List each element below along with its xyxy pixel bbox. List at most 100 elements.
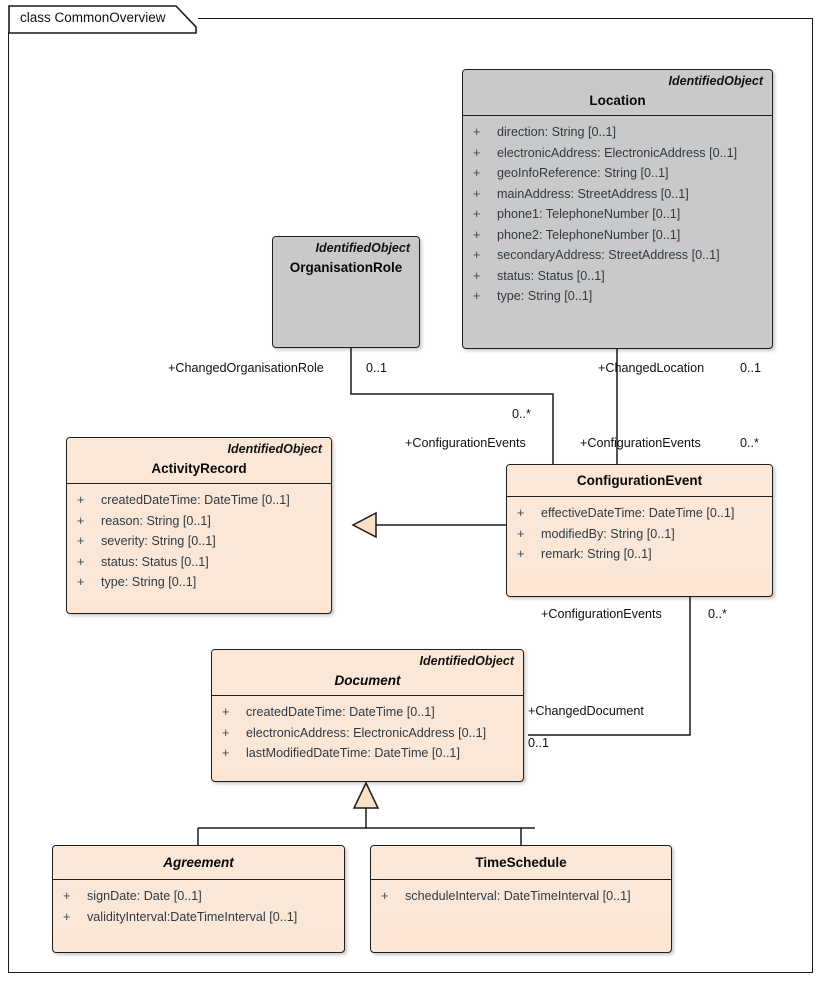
attribute-text: modifiedBy: String [0..1] <box>541 526 675 541</box>
class-name-configurationevent: ConfigurationEvent <box>576 473 703 488</box>
class-box-document[interactable]: IdentifiedObject Document + createdDateT… <box>211 649 524 782</box>
edge-label-changed-organisation-role-multiplicity: 0..1 <box>366 361 388 375</box>
attribute-row: + direction: String [0..1] <box>469 122 766 143</box>
class-header-agreement: Agreement <box>53 846 344 879</box>
attribute-text: electronicAddress: ElectronicAddress [0.… <box>246 725 487 740</box>
class-name-timeschedule: TimeSchedule <box>475 855 567 870</box>
attribute-visibility: + <box>473 227 481 242</box>
attribute-text: signDate: Date [0..1] <box>87 889 202 903</box>
attribute-row: + effectiveDateTime: DateTime [0..1] <box>513 503 766 524</box>
class-divider-activityrecord <box>67 483 331 484</box>
attribute-visibility: + <box>381 889 389 903</box>
attribute-visibility: + <box>63 889 71 903</box>
attribute-row: + createdDateTime: DateTime [0..1] <box>73 490 325 511</box>
attribute-visibility: + <box>77 554 85 569</box>
class-name-organisationrole: OrganisationRole <box>289 260 403 275</box>
attribute-text: mainAddress: StreetAddress [0..1] <box>497 186 689 201</box>
attribute-row: + status: Status [0..1] <box>469 266 766 287</box>
attribute-visibility: + <box>473 289 481 303</box>
attribute-row: + reason: String [0..1] <box>73 511 325 532</box>
class-header-timeschedule: TimeSchedule <box>371 846 671 879</box>
attribute-visibility: + <box>473 145 481 160</box>
edge-label-configuration-events-loc: +ConfigurationEvents <box>580 436 701 450</box>
attribute-text: phone2: TelephoneNumber [0..1] <box>497 227 681 242</box>
class-attributes-activityrecord: + createdDateTime: DateTime [0..1] + rea… <box>67 484 331 601</box>
attribute-visibility: + <box>473 166 481 180</box>
attribute-visibility: + <box>77 575 85 589</box>
diagram-frame-tab: class CommonOverview <box>8 5 198 34</box>
class-box-organisationrole[interactable]: IdentifiedObject OrganisationRole <box>272 236 420 348</box>
class-box-timeschedule[interactable]: TimeSchedule + scheduleInterval: DateTim… <box>370 845 672 953</box>
attribute-visibility: + <box>63 909 71 924</box>
class-box-configurationevent[interactable]: ConfigurationEvent + effectiveDateTime: … <box>506 464 773 597</box>
attribute-text: effectiveDateTime: DateTime [0..1] <box>541 506 735 520</box>
attribute-row: + signDate: Date [0..1] <box>59 886 338 907</box>
attribute-text: scheduleInterval: DateTimeInterval [0..1… <box>405 889 631 903</box>
attribute-text: lastModifiedDateTime: DateTime [0..1] <box>246 746 460 760</box>
class-name-location: Location <box>589 93 646 108</box>
attribute-visibility: + <box>222 725 230 740</box>
attribute-row: + electronicAddress: ElectronicAddress [… <box>469 143 766 164</box>
edge-label-configuration-events-doc-multiplicity: 0..* <box>708 607 727 621</box>
attribute-row: + status: Status [0..1] <box>73 552 325 573</box>
attribute-visibility: + <box>517 506 525 520</box>
class-attributes-agreement: + signDate: Date [0..1] + validityInterv… <box>53 880 344 935</box>
class-attributes-timeschedule: + scheduleInterval: DateTimeInterval [0.… <box>371 880 671 915</box>
attribute-text: reason: String [0..1] <box>101 513 211 528</box>
attribute-row: + severity: String [0..1] <box>73 531 325 552</box>
attribute-visibility: + <box>77 493 85 507</box>
diagram-title: class CommonOverview <box>20 10 166 25</box>
class-divider-configurationevent <box>507 496 772 497</box>
attribute-row: + createdDateTime: DateTime [0..1] <box>218 702 517 723</box>
edge-label-configuration-events-org: +ConfigurationEvents <box>405 436 526 450</box>
class-attributes-location: + direction: String [0..1] + electronicA… <box>463 116 772 315</box>
attribute-row: + geoInfoReference: String [0..1] <box>469 163 766 184</box>
class-stereotype-organisationrole: IdentifiedObject <box>315 241 410 255</box>
attribute-visibility: + <box>77 513 85 528</box>
attribute-visibility: + <box>222 705 230 719</box>
attribute-visibility: + <box>517 547 525 561</box>
class-name-document: Document <box>334 673 401 688</box>
class-header-organisationrole: IdentifiedObject OrganisationRole <box>273 237 419 282</box>
class-name-activityrecord: ActivityRecord <box>151 461 247 476</box>
attribute-text: type: String [0..1] <box>101 575 197 589</box>
attribute-visibility: + <box>473 125 481 139</box>
attribute-text: phone1: TelephoneNumber [0..1] <box>497 207 681 221</box>
class-divider-agreement <box>53 879 344 880</box>
class-divider-document <box>212 695 523 696</box>
attribute-visibility: + <box>473 186 481 201</box>
attribute-row: + secondaryAddress: StreetAddress [0..1] <box>469 245 766 266</box>
attribute-row: + phone2: TelephoneNumber [0..1] <box>469 225 766 246</box>
edge-label-changed-document: +ChangedDocument <box>528 704 644 718</box>
attribute-text: secondaryAddress: StreetAddress [0..1] <box>497 248 720 262</box>
attribute-row: + phone1: TelephoneNumber [0..1] <box>469 204 766 225</box>
attribute-row: + lastModifiedDateTime: DateTime [0..1] <box>218 743 517 764</box>
class-header-location: IdentifiedObject Location <box>463 70 772 115</box>
attribute-text: validityInterval:DateTimeInterval [0..1] <box>87 909 298 924</box>
class-name-agreement: Agreement <box>163 855 234 870</box>
attribute-text: electronicAddress: ElectronicAddress [0.… <box>497 145 738 160</box>
attribute-visibility: + <box>517 526 525 541</box>
attribute-visibility: + <box>473 248 481 262</box>
class-box-activityrecord[interactable]: IdentifiedObject ActivityRecord + create… <box>66 437 332 614</box>
class-attributes-document: + createdDateTime: DateTime [0..1] + ele… <box>212 696 523 772</box>
class-divider-location <box>463 115 772 116</box>
attribute-text: direction: String [0..1] <box>497 125 617 139</box>
class-stereotype-location: IdentifiedObject <box>668 74 763 88</box>
attribute-text: createdDateTime: DateTime [0..1] <box>246 705 435 719</box>
class-box-agreement[interactable]: Agreement + signDate: Date [0..1] + vali… <box>52 845 345 953</box>
attribute-text: createdDateTime: DateTime [0..1] <box>101 493 290 507</box>
attribute-text: geoInfoReference: String [0..1] <box>497 166 669 180</box>
attribute-row: + type: String [0..1] <box>73 572 325 593</box>
attribute-text: remark: String [0..1] <box>541 547 652 561</box>
edge-label-changed-organisation-role: +ChangedOrganisationRole <box>168 361 324 375</box>
attribute-text: status: Status [0..1] <box>101 554 209 569</box>
class-stereotype-document: IdentifiedObject <box>419 654 514 668</box>
attribute-text: status: Status [0..1] <box>497 268 605 283</box>
class-box-location[interactable]: IdentifiedObject Location + direction: S… <box>462 69 773 349</box>
attribute-visibility: + <box>473 207 481 221</box>
edge-label-configuration-events-loc-multiplicity: 0..* <box>740 436 759 450</box>
class-header-document: IdentifiedObject Document <box>212 650 523 695</box>
class-header-configurationevent: ConfigurationEvent <box>507 465 772 496</box>
attribute-text: type: String [0..1] <box>497 289 593 303</box>
